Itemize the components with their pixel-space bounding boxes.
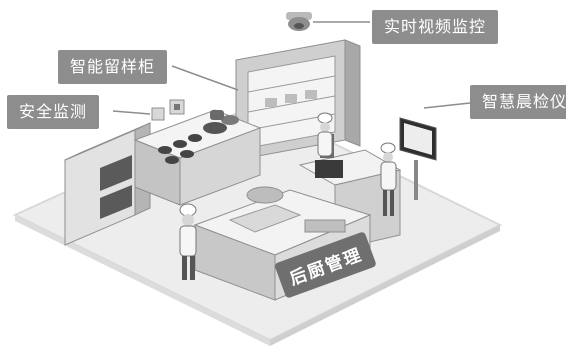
callout-line-sample [171, 65, 239, 91]
callout-line-check [423, 102, 471, 109]
sample-cabinet [235, 39, 361, 161]
morning-check-device [399, 117, 437, 200]
wall-sensors [151, 99, 185, 121]
callout-line-safety [112, 110, 151, 115]
video-monitoring-callout: 实时视频监控 [372, 10, 499, 44]
stove-counter [133, 109, 262, 206]
safety-monitoring-callout: 安全监测 [7, 95, 100, 129]
chef-right [380, 142, 397, 216]
morning-check-callout: 智慧晨检仪 [470, 85, 566, 119]
chef-left [179, 203, 197, 280]
sample-cabinet-callout: 智能留样柜 [58, 50, 168, 84]
oven-column [64, 122, 151, 246]
floor-edge-right [270, 225, 500, 346]
chef-center [317, 112, 333, 157]
dome-camera [286, 12, 312, 31]
floor-edge [15, 215, 270, 346]
